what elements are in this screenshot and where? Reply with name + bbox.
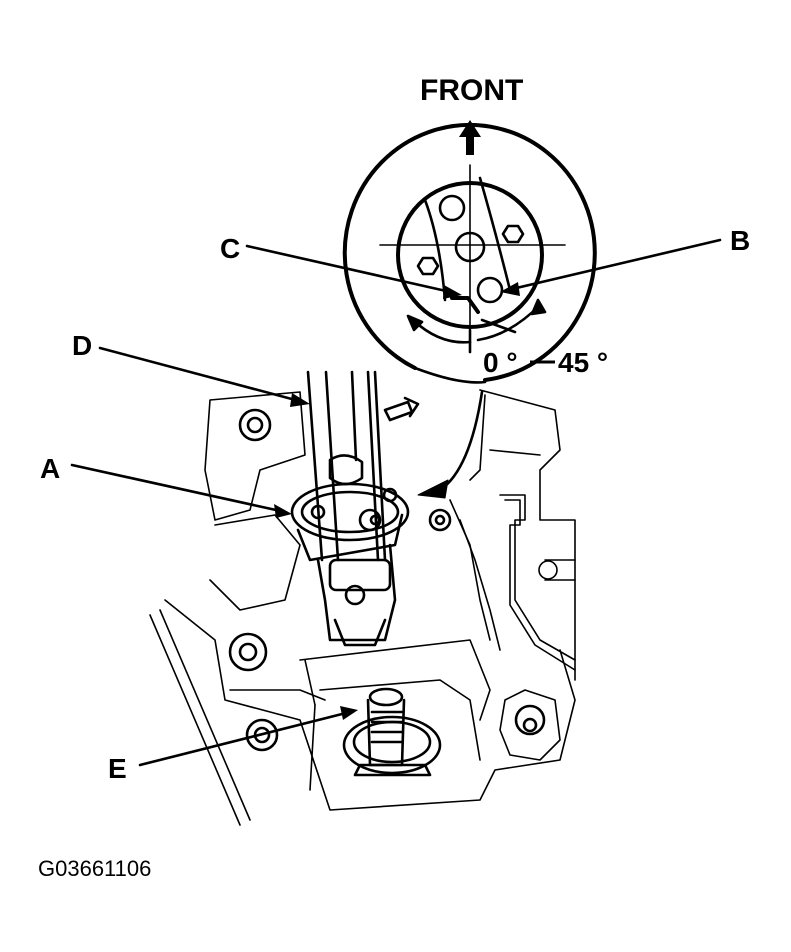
angle-end-label: 45 °: [558, 347, 608, 378]
mount-bolt: [514, 704, 546, 736]
front-label: FRONT: [420, 74, 523, 107]
detail-callout: [342, 122, 597, 499]
callout-arrow-head: [417, 479, 449, 499]
label-d: D: [72, 330, 92, 361]
front-arrow-icon: [459, 120, 481, 155]
leader-line-b: [500, 238, 722, 296]
label-c: C: [220, 233, 240, 264]
leader-line-e: [138, 706, 358, 767]
leader-line-d: [98, 346, 310, 407]
pinion-shaft: [342, 687, 442, 777]
mount-bolt: [238, 408, 272, 442]
leader-line-a: [70, 463, 292, 518]
universal-joint: [290, 482, 410, 647]
mount-bolt: [428, 508, 452, 532]
figure-code: G03661106: [38, 856, 151, 881]
label-e: E: [108, 753, 127, 784]
angle-range-arc: [406, 298, 547, 354]
label-a: A: [40, 453, 60, 484]
wing-bolt: [383, 396, 420, 422]
angle-start-label: 0 °: [483, 347, 518, 378]
leader-line-c: [245, 244, 462, 299]
detail-joint-face: [379, 164, 566, 346]
steering-shaft: [306, 370, 387, 562]
label-b: B: [730, 225, 750, 256]
body-panel-outline: [149, 389, 576, 826]
mount-bolt: [228, 632, 268, 672]
